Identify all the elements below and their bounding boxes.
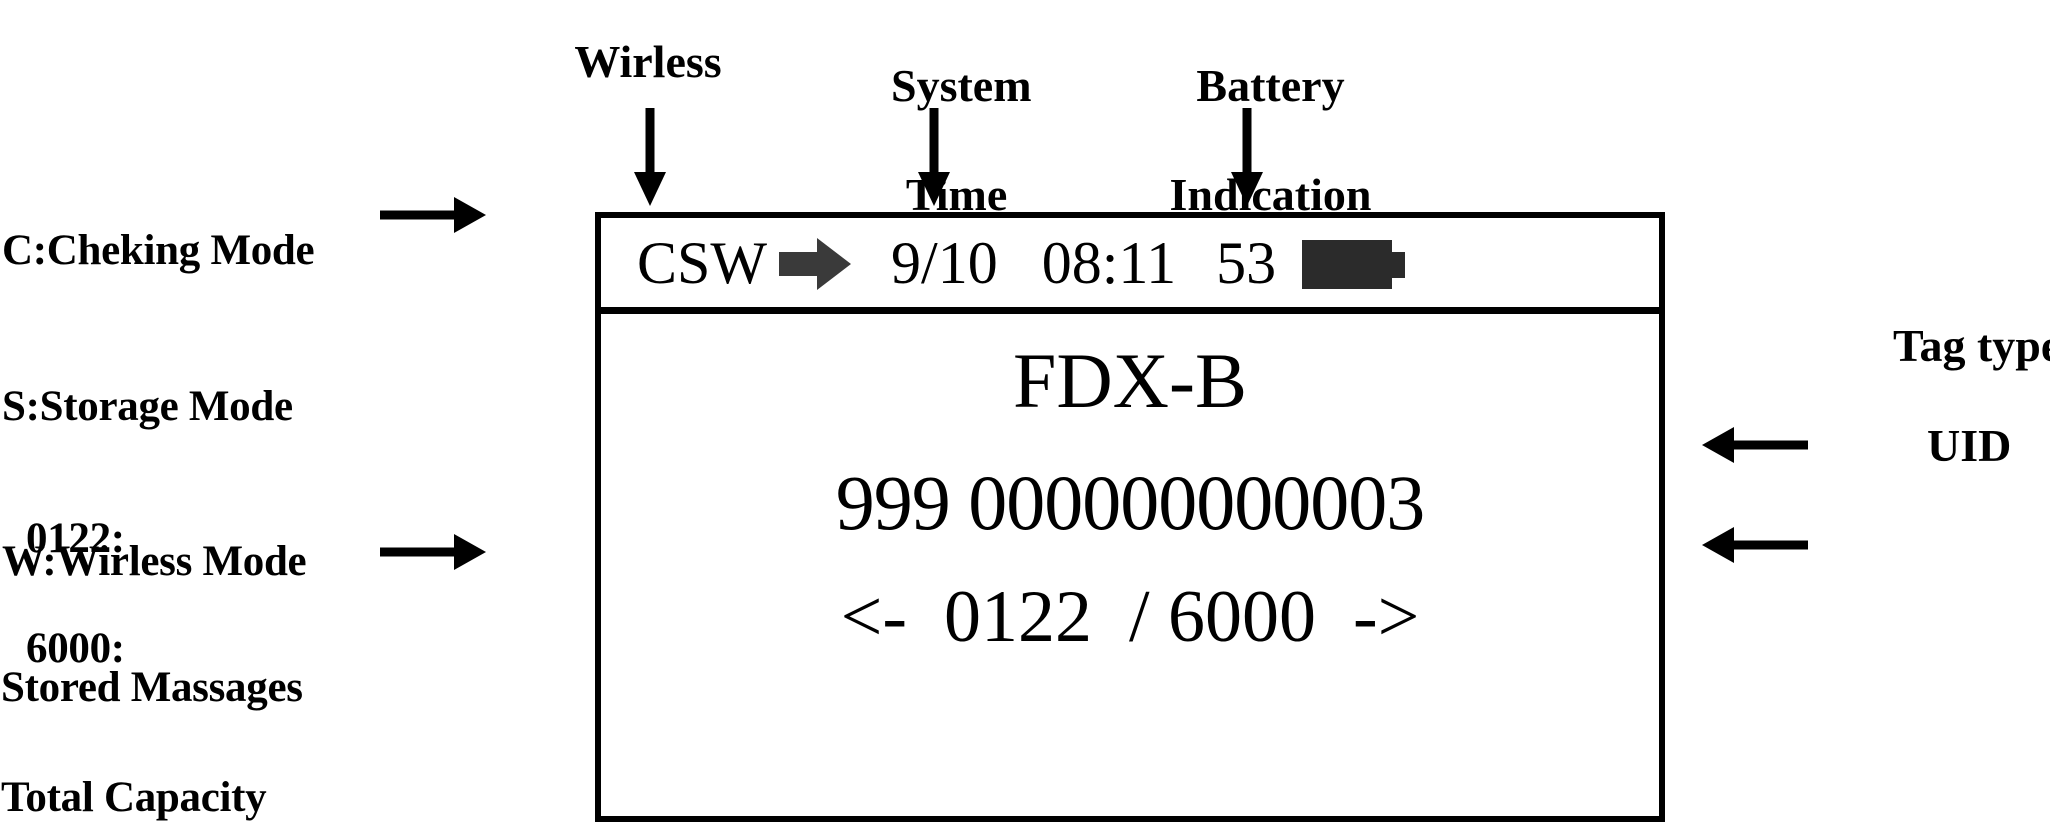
total-capacity-label: Total Capacity [1,773,267,821]
arrow-battery [1219,108,1275,208]
lcd-status-bar: CSW 9/10 08:11 53 [601,218,1659,314]
status-battery-percent: 53 [1216,229,1277,296]
wireless-right-arrow-icon [779,238,852,295]
annotation-battery-line2: Indication [1169,168,1372,220]
total-capacity-value: 6000: [26,625,125,673]
mode-legend: C:Cheking Mode S:Storage Mode W:Wirless … [2,131,315,694]
status-mode-indicator: CSW [637,229,768,296]
mode-legend-wireless: W:Wirless Mode [2,538,307,586]
arrow-uid [1700,515,1810,575]
total-capacity-legend: 6000: Total Capacity [1,529,267,831]
annotation-battery-line1: Battery [1196,60,1345,112]
lcd-screen: CSW 9/10 08:11 53 FDX-B 999 000000000003… [595,212,1665,822]
annotation-uid: UID [1927,420,2012,471]
arrow-capacity-to-navline [378,522,488,582]
annotation-system-time: System Time [845,5,1032,276]
annotation-battery-indication: Battery Indication [1095,5,1400,276]
lcd-tag-type-value: FDX-B [1012,337,1248,424]
lcd-record-nav-line[interactable]: <- 0122 / 6000 -> [840,576,1420,658]
arrow-system-time [906,108,962,208]
battery-full-icon [1302,240,1406,289]
lcd-body: FDX-B 999 000000000003 <- 0122 / 6000 -> [601,314,1659,816]
annotation-system-time-line1: System [891,60,1032,112]
mode-legend-checking: C:Cheking Mode [2,227,315,275]
lcd-uid-value: 999 000000000003 [835,459,1425,546]
stored-messages-legend: 0122: Stored Massages [1,419,303,826]
status-date: 9/10 [891,229,998,296]
arrow-wireless [622,108,678,208]
status-time: 08:11 [1041,229,1177,296]
arrow-tag-type [1700,415,1810,475]
arrow-mode-to-statusbar [378,185,488,245]
annotation-tag-type: Tag type [1893,320,2050,371]
annotation-wireless: Wirless [574,36,722,87]
stored-messages-label: Stored Massages [1,663,303,711]
stored-messages-value: 0122: [26,515,125,563]
mode-legend-storage: S:Storage Mode [2,382,293,430]
